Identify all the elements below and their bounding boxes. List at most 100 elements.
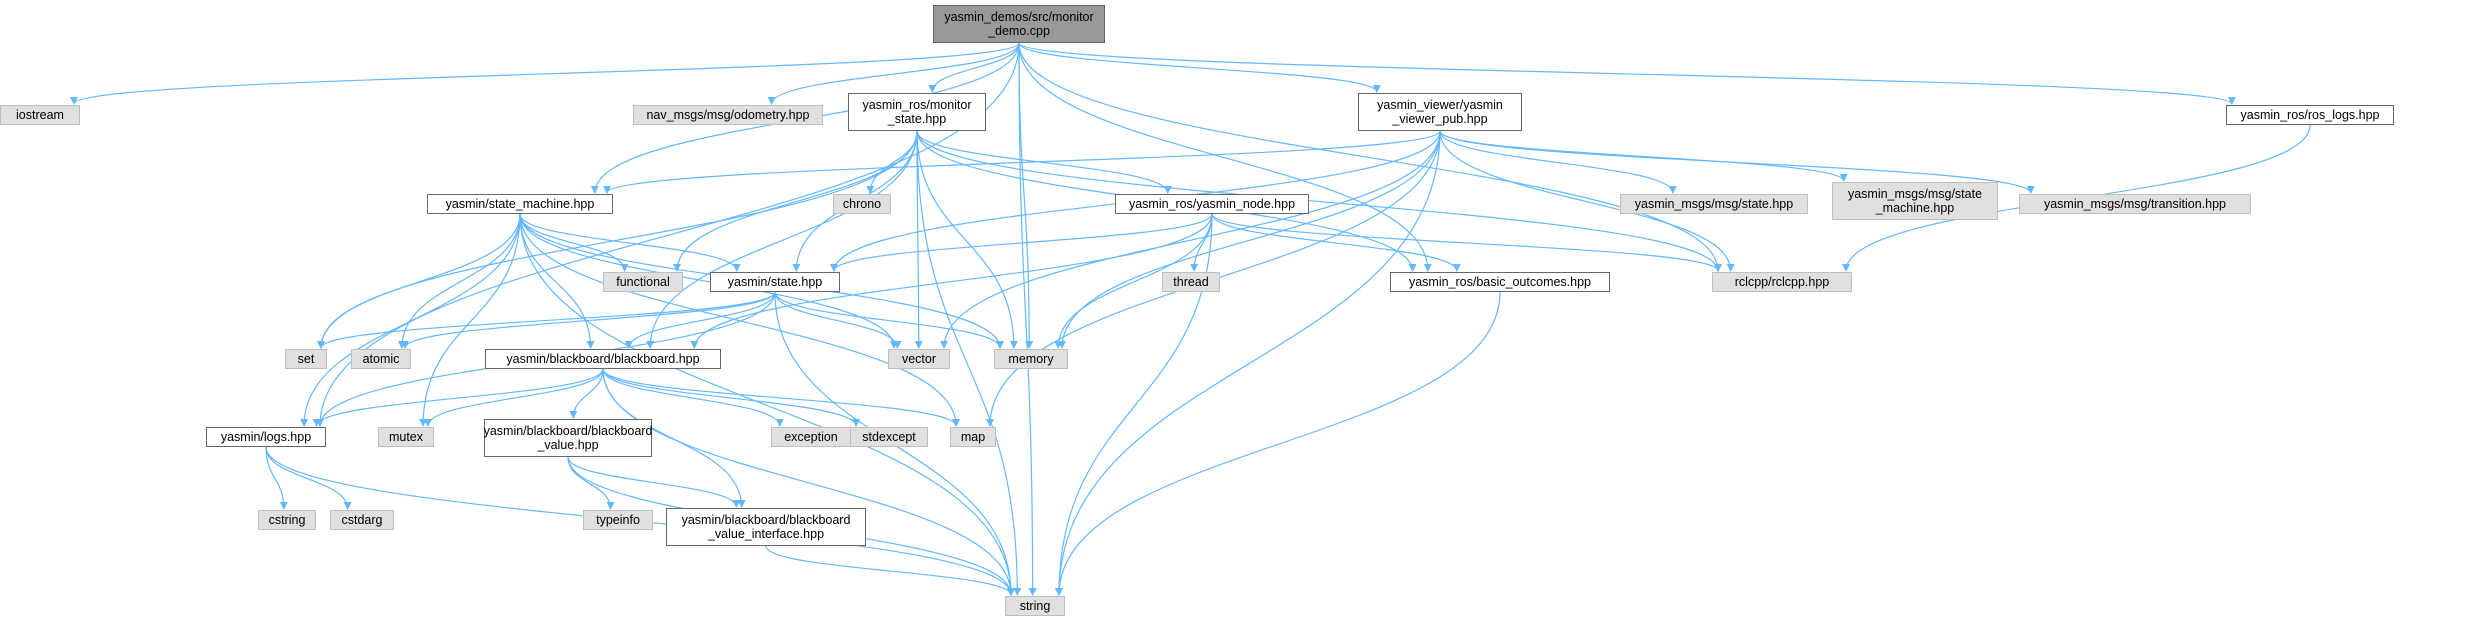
edge-yasmin_node-to-rclcpp <box>1211 213 1722 272</box>
node-msg-state: yasmin_msgs/msg/state.hpp <box>1620 194 1808 214</box>
edge-blackboard-to-map <box>602 368 960 427</box>
node-cstring: cstring <box>258 510 316 530</box>
node-functional: functional <box>603 272 683 292</box>
node-label: iostream <box>16 108 64 122</box>
node-label: yasmin_ros/yasmin_node.hpp <box>1128 197 1296 211</box>
edge-viewer_pub-to-state_machine <box>603 130 1441 194</box>
node-monitor-state: yasmin_ros/monitor _state.hpp <box>848 93 986 131</box>
edge-basic_outcomes-to-string <box>1055 291 1501 596</box>
node-typeinfo: typeinfo <box>583 510 653 530</box>
node-label: yasmin_msgs/msg/transition.hpp <box>2043 197 2227 211</box>
edge-state_machine-to-atomic <box>397 213 521 349</box>
edge-viewer_pub-to-rclcpp <box>1439 130 1735 272</box>
edge-blackboard-to-logs <box>312 368 604 427</box>
node-label: string <box>1019 599 1051 613</box>
edge-state_machine-to-set <box>317 213 521 349</box>
edge-state-to-memory <box>774 291 1004 349</box>
edge-monitor_state-to-blackboard <box>646 130 918 349</box>
node-bb-iface: yasmin/blackboard/blackboard _value_inte… <box>666 508 866 546</box>
edge-logs-to-cstring <box>265 446 288 510</box>
node-memory: memory <box>994 349 1068 369</box>
node-blackboard: yasmin/blackboard/blackboard.hpp <box>485 349 721 369</box>
edge-state_machine-to-vector <box>519 213 898 349</box>
edge-state-to-atomic <box>401 291 776 349</box>
node-msg-trans: yasmin_msgs/msg/transition.hpp <box>2019 194 2251 214</box>
node-label: thread <box>1173 275 1209 289</box>
edge-monitor_state-to-chrono <box>866 130 918 194</box>
node-label: stdexcept <box>862 430 916 444</box>
node-label: yasmin_msgs/msg/state _machine.hpp <box>1847 187 1983 215</box>
node-atomic: atomic <box>351 349 411 369</box>
node-label: map <box>960 430 986 444</box>
node-label: cstring <box>268 513 306 527</box>
node-bb-value: yasmin/blackboard/blackboard _value.hpp <box>484 419 652 457</box>
node-label: vector <box>901 352 937 366</box>
node-viewer-pub: yasmin_viewer/yasmin _viewer_pub.hpp <box>1358 93 1522 131</box>
node-string: string <box>1005 596 1065 616</box>
node-thread: thread <box>1162 272 1220 292</box>
node-label: yasmin_msgs/msg/state.hpp <box>1634 197 1794 211</box>
node-basic-outcomes: yasmin_ros/basic_outcomes.hpp <box>1390 272 1610 292</box>
edge-root-to-nav_odom <box>767 42 1020 105</box>
node-label: yasmin/blackboard/blackboard.hpp <box>506 352 700 366</box>
node-label: yasmin/state.hpp <box>727 275 823 289</box>
edge-bb_iface-to-string <box>765 545 1015 596</box>
edge-state-to-blackboard <box>624 291 776 349</box>
node-nav-odom: nav_msgs/msg/odometry.hpp <box>633 105 823 125</box>
edge-blackboard-to-mutex <box>424 368 604 427</box>
edge-state-to-vector <box>774 291 902 349</box>
node-vector: vector <box>888 349 950 369</box>
edge-yasmin_node-to-basic_outcomes <box>1211 213 1461 272</box>
edge-root-to-monitor_state <box>928 42 1020 93</box>
node-label: yasmin_ros/monitor _state.hpp <box>862 98 972 126</box>
edge-viewer_pub-to-msg_state <box>1439 130 1677 194</box>
node-label: yasmin_ros/basic_outcomes.hpp <box>1408 275 1592 289</box>
node-label: exception <box>784 430 838 444</box>
edge-root-to-rclcpp <box>1018 42 1722 272</box>
node-stdexcept: stdexcept <box>850 427 928 447</box>
node-ros-logs: yasmin_ros/ros_logs.hpp <box>2226 105 2394 125</box>
node-logs: yasmin/logs.hpp <box>206 427 326 447</box>
node-state: yasmin/state.hpp <box>710 272 840 292</box>
node-label: set <box>297 352 315 366</box>
node-label: functional <box>616 275 670 289</box>
edge-state_machine-to-logs <box>300 213 521 427</box>
edge-root-to-iostream <box>70 42 1020 105</box>
node-label: mutex <box>388 430 424 444</box>
node-set: set <box>285 349 327 369</box>
node-rclcpp: rclcpp/rclcpp.hpp <box>1712 272 1852 292</box>
node-label: yasmin/blackboard/blackboard _value_inte… <box>681 513 851 541</box>
node-label: yasmin/state_machine.hpp <box>445 197 595 211</box>
node-label: memory <box>1008 352 1054 366</box>
edge-blackboard-to-string <box>602 368 1015 596</box>
edge-state_machine-to-functional <box>519 213 629 272</box>
node-label: chrono <box>842 197 882 211</box>
node-state-machine: yasmin/state_machine.hpp <box>427 194 613 214</box>
node-label: rclcpp/rclcpp.hpp <box>1734 275 1830 289</box>
edge-root-to-basic_outcomes <box>1018 42 1432 272</box>
node-label: nav_msgs/msg/odometry.hpp <box>646 108 810 122</box>
node-label: yasmin/blackboard/blackboard _value.hpp <box>483 424 653 452</box>
edge-viewer_pub-to-string <box>1055 130 1441 596</box>
edge-root-to-ros_logs <box>1018 42 2236 105</box>
node-label: atomic <box>362 352 400 366</box>
edge-state_machine-to-string <box>519 213 1015 596</box>
edge-state-to-set <box>317 291 776 349</box>
edge-blackboard-to-bb_value <box>569 368 604 419</box>
node-label: cstdarg <box>341 513 383 527</box>
node-label: yasmin/logs.hpp <box>220 430 312 444</box>
edge-root-to-viewer_pub <box>1018 42 1381 93</box>
edge-monitor_state-to-yasmin_node <box>916 130 1172 194</box>
edge-viewer_pub-to-memory <box>1058 130 1441 349</box>
edge-yasmin_node-to-blackboard <box>690 213 1213 349</box>
node-mutex: mutex <box>378 427 434 447</box>
edge-viewer_pub-to-msg_sm <box>1439 130 1848 182</box>
node-iostream: iostream <box>0 105 80 125</box>
edge-monitor_state-to-rclcpp <box>916 130 1722 272</box>
node-label: yasmin_viewer/yasmin _viewer_pub.hpp <box>1377 98 1503 126</box>
edge-blackboard-to-stdexcept <box>602 368 860 427</box>
edge-yasmin_node-to-state <box>830 213 1213 272</box>
node-yasmin-node: yasmin_ros/yasmin_node.hpp <box>1115 194 1309 214</box>
edge-yasmin_node-to-memory <box>1054 213 1213 349</box>
